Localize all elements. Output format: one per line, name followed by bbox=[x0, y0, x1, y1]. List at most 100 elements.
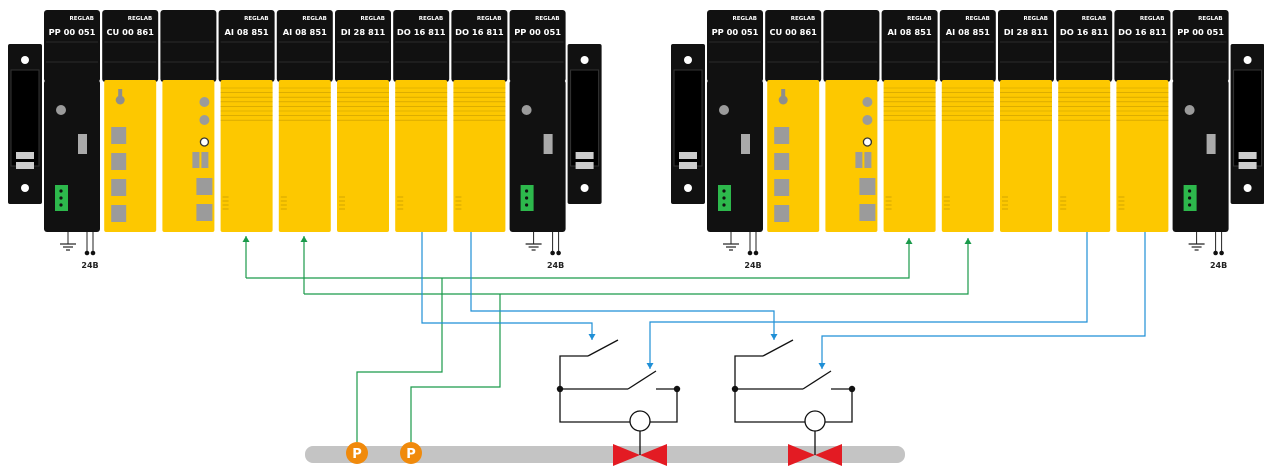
circuit-wire bbox=[734, 389, 805, 423]
module-body bbox=[453, 80, 506, 232]
relay-contact-icon bbox=[627, 370, 657, 390]
mount-hole-icon bbox=[684, 184, 692, 192]
mode-switch-icon bbox=[778, 95, 788, 105]
supply-label: 24В bbox=[81, 261, 98, 270]
status-led-icon bbox=[1184, 105, 1195, 115]
mount-hole-icon bbox=[580, 56, 589, 64]
module-header bbox=[707, 10, 763, 82]
brand-label: REGLAB bbox=[907, 16, 931, 22]
sensor-label: P bbox=[352, 447, 362, 462]
digital-wire-3 bbox=[649, 232, 1088, 369]
analog-wire-2b-arrow-icon bbox=[964, 238, 972, 244]
module-code: CU 00 861 bbox=[106, 27, 154, 37]
brand-label: REGLAB bbox=[302, 16, 326, 22]
module-code: AI 08 851 bbox=[225, 27, 269, 37]
rail-slot bbox=[16, 162, 34, 169]
module-code: PP 00 051 bbox=[514, 27, 561, 37]
brand-label: REGLAB bbox=[1198, 16, 1222, 22]
module-code: PP 00 051 bbox=[49, 27, 96, 37]
status-led-icon bbox=[56, 105, 66, 115]
module-header bbox=[998, 10, 1054, 82]
module-blank bbox=[160, 10, 217, 232]
analog-wire-sensor-2 bbox=[410, 294, 501, 442]
rail-slot bbox=[575, 162, 594, 169]
junction-dot bbox=[556, 385, 564, 393]
status-led-icon bbox=[521, 105, 532, 115]
digital-wire-2-arrow-icon bbox=[770, 334, 778, 340]
circuit-wire bbox=[650, 389, 678, 423]
circuit-wire bbox=[559, 355, 588, 389]
module-body bbox=[337, 80, 389, 232]
status-led-icon bbox=[862, 115, 873, 125]
rail-slot bbox=[1238, 152, 1257, 159]
supply-terminal-icon bbox=[84, 250, 90, 256]
module-header bbox=[881, 10, 938, 82]
module-ai-08-851: REGLAB AI 08 851 bbox=[218, 10, 275, 232]
brand-label: REGLAB bbox=[477, 16, 501, 22]
active-led-icon bbox=[862, 137, 873, 147]
circuit-wire bbox=[559, 389, 630, 423]
module-code: DI 28 811 bbox=[341, 27, 386, 37]
digital-wire-1-arrow-icon bbox=[588, 334, 596, 340]
supply-label: 24В bbox=[744, 261, 761, 270]
port-c bbox=[196, 178, 213, 195]
supply-terminal-icon bbox=[747, 250, 753, 256]
circuit-wire bbox=[825, 389, 853, 423]
pressure-sensor-icon bbox=[346, 442, 368, 464]
port-a bbox=[855, 152, 863, 168]
pressure-sensor-1: P bbox=[346, 442, 368, 464]
terminal-screw bbox=[525, 203, 529, 207]
terminal-screw bbox=[1188, 189, 1192, 193]
terminal-screw bbox=[59, 189, 63, 193]
brand-label: REGLAB bbox=[128, 16, 152, 22]
status-led-icon bbox=[199, 115, 210, 125]
port-c bbox=[859, 178, 876, 195]
brand-label: REGLAB bbox=[244, 16, 268, 22]
module-code: DO 16 811 bbox=[1118, 27, 1167, 37]
digital-wire-1 bbox=[421, 232, 593, 340]
fuse-slot bbox=[78, 134, 87, 154]
module-code: PP 00 051 bbox=[1177, 27, 1224, 37]
module-code: PP 00 051 bbox=[712, 27, 759, 37]
module-header bbox=[451, 10, 508, 82]
terminal-screw bbox=[722, 203, 726, 207]
module-body bbox=[509, 80, 566, 232]
brand-label: REGLAB bbox=[419, 16, 443, 22]
port-d bbox=[859, 204, 876, 221]
module-header bbox=[44, 10, 100, 82]
module-header bbox=[939, 10, 996, 82]
end-plate-rail bbox=[1233, 69, 1263, 167]
supply-label: 24В bbox=[547, 261, 564, 270]
module-body bbox=[278, 80, 331, 232]
port-a bbox=[192, 152, 200, 168]
end-plate-rail bbox=[570, 69, 600, 167]
module-code: AI 08 851 bbox=[946, 27, 990, 37]
brand-label: REGLAB bbox=[1140, 16, 1164, 22]
terminal-screw bbox=[722, 196, 726, 200]
mount-hole-icon bbox=[1243, 184, 1252, 192]
control-valve-1 bbox=[556, 339, 681, 466]
module-blank bbox=[823, 10, 880, 232]
module-body bbox=[1058, 80, 1111, 232]
module-header bbox=[335, 10, 391, 82]
module-body bbox=[1172, 80, 1229, 232]
module-body bbox=[220, 80, 273, 232]
junction-dot bbox=[848, 385, 856, 393]
supply-label: 24В bbox=[1210, 261, 1227, 270]
relay-contact-icon bbox=[587, 339, 619, 357]
brand-label: REGLAB bbox=[1024, 16, 1048, 22]
fuse-slot bbox=[741, 134, 750, 154]
actuator-icon bbox=[804, 410, 826, 432]
module-header bbox=[1114, 10, 1171, 82]
module-do-16-811: REGLAB DO 16 811 bbox=[1114, 10, 1171, 232]
analog-wire-2a-arrow-icon bbox=[300, 236, 308, 242]
process-pipe bbox=[305, 446, 905, 463]
mount-hole-icon bbox=[21, 184, 29, 192]
rack-1: REGLAB PP 00 051 REGLAB CU 00 861 REGLAB AI 0… bbox=[8, 10, 602, 270]
